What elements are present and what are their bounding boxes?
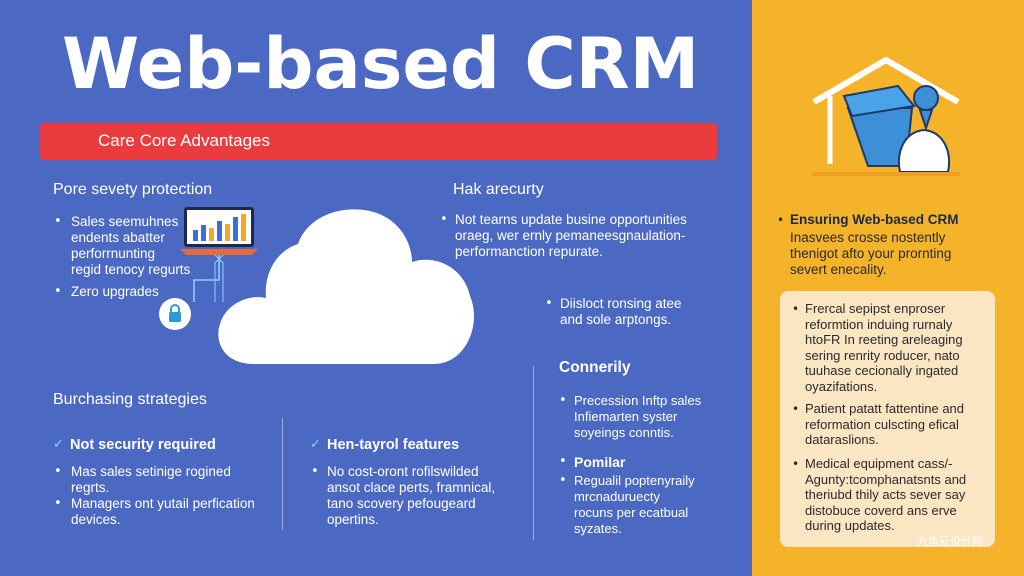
security-heading: Hak arecurty — [453, 181, 544, 198]
sub1-item-1-line-1: Mas sales setinige rogined — [71, 464, 231, 479]
side-heading: Ensuring Web-based CRM — [790, 212, 959, 227]
sub1-item-2-line-1: Managers ont yutail perfication — [71, 496, 255, 511]
pomilar-item-line-4: syzates. — [574, 521, 622, 536]
bullet: • — [559, 454, 567, 469]
divider — [282, 418, 283, 530]
house-medical-icon — [812, 57, 960, 176]
bullet: • — [54, 284, 62, 299]
pomilar-item-line-1: Regualil poptenyraily — [574, 473, 695, 488]
check-icon: ✓ — [53, 437, 64, 452]
col2-item-1-line-1: Not tearns update busine opportunities — [455, 212, 687, 227]
side-intro-line-3: severt enecality. — [790, 262, 887, 277]
bullet: • — [54, 464, 62, 479]
banner-label: Care Core Advantages — [98, 131, 270, 150]
sub2-item-1-line-1: No cost-oront rofilswilded — [327, 464, 479, 479]
pomilar-item-line-2: mrcnaduruecty — [574, 489, 660, 504]
side-intro-line-1: Inasvees crosse nostently — [790, 230, 946, 245]
main-panel: Web-based CRM Care Core Advantages Pore … — [40, 23, 717, 540]
side-intro-line-2: thenigot afto your prornting — [790, 246, 952, 261]
cloud-icon — [218, 209, 474, 364]
purchasing-sub2-label: Hen-tayrol features — [327, 437, 460, 453]
lock-icon — [169, 304, 181, 322]
connerily-heading: Connerily — [559, 359, 631, 376]
lock-badge — [159, 298, 191, 330]
protection-heading: Pore sevety protection — [53, 181, 213, 198]
sub2-item-1-line-2: ansot clace perts, framnical, — [327, 480, 496, 495]
bullet: • — [54, 214, 62, 229]
details-panel — [780, 291, 995, 547]
watermark: 九鱼云设计网 — [917, 535, 983, 548]
col2-item-1-line-3: performanction repurate. — [455, 244, 603, 259]
connerily-item-line-1: Precession Inftp sales — [574, 393, 702, 408]
sub2-item-1-line-3: tano scovery pefougeard — [327, 496, 476, 511]
col2-item-2-line-1: Diisloct ronsing atee — [560, 296, 682, 311]
pomilar-item-line-3: rocuns per ecatbual — [574, 505, 689, 520]
check-icon: ✓ — [310, 437, 321, 452]
pomilar-label: Pomilar — [574, 454, 626, 470]
col1-item-1-line-1: Sales seemuhnes — [71, 214, 179, 229]
bullet: • — [777, 213, 785, 227]
bullet: • — [559, 473, 567, 488]
sub1-item-2-line-2: devices. — [71, 512, 121, 527]
divider — [533, 366, 534, 540]
bullet: • — [545, 296, 553, 311]
connerily-item-line-2: Infiemarten syster — [574, 409, 678, 424]
page-title: Web-based CRM — [62, 23, 700, 105]
purchasing-sub1-label: Not security required — [70, 437, 216, 453]
connector-lines — [193, 262, 224, 302]
bullet: • — [54, 496, 62, 511]
sub2-item-1-line-4: opertins. — [327, 512, 379, 527]
bullet: • — [311, 464, 319, 479]
col2-item-1-line-2: oraeg, wer ernly pemaneesgnaulation- — [455, 228, 686, 243]
connerily-item-line-3: soyeings conntis. — [574, 425, 674, 440]
col1-item-1-line-4: regid tenocy regurts — [71, 262, 191, 277]
col1-item-1-line-3: perforrnunting — [71, 246, 156, 261]
laptop-chart-icon — [180, 207, 258, 263]
bullet: • — [440, 212, 448, 227]
advantages-banner: Care Core Advantages — [40, 123, 717, 160]
bullet: • — [559, 393, 567, 408]
col1-item-2: Zero upgrades — [71, 284, 159, 299]
col2-item-2-line-2: and sole arptongs. — [560, 312, 672, 327]
col1-item-1-line-2: endents abatter — [71, 230, 165, 245]
sub1-item-1-line-2: regrts. — [71, 480, 110, 495]
purchasing-heading: Burchasing strategies — [53, 391, 207, 408]
